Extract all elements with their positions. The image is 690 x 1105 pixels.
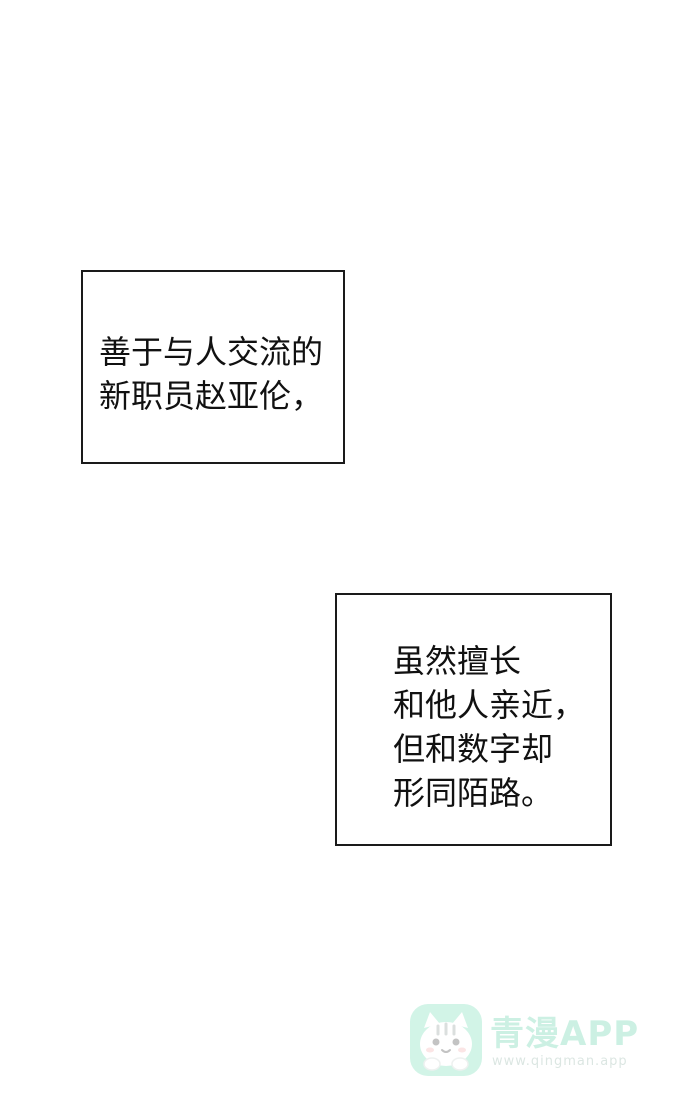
caption-line: 和他人亲近， <box>393 686 586 724</box>
caption-line: 形同陌路。 <box>393 774 554 812</box>
caption-line: 善于与人交流的 <box>99 333 324 371</box>
caption-line: 但和数字却 <box>393 730 554 768</box>
caption-text-1: 善于与人交流的 新职员赵亚伦， <box>99 330 323 418</box>
caption-box-1: 善于与人交流的 新职员赵亚伦， <box>81 270 345 464</box>
watermark: 青漫APP www.qingman.app <box>408 1002 644 1080</box>
watermark-url: www.qingman.app <box>492 1054 628 1069</box>
watermark-title: 青漫APP <box>490 1014 640 1054</box>
caption-line: 新职员赵亚伦， <box>99 377 324 415</box>
caption-text-2: 虽然擅长 和他人亲近， 但和数字却 形同陌路。 <box>393 639 585 815</box>
caption-line: 虽然擅长 <box>393 642 522 680</box>
cat-face-icon <box>410 1004 482 1076</box>
caption-box-2: 虽然擅长 和他人亲近， 但和数字却 形同陌路。 <box>335 593 612 846</box>
